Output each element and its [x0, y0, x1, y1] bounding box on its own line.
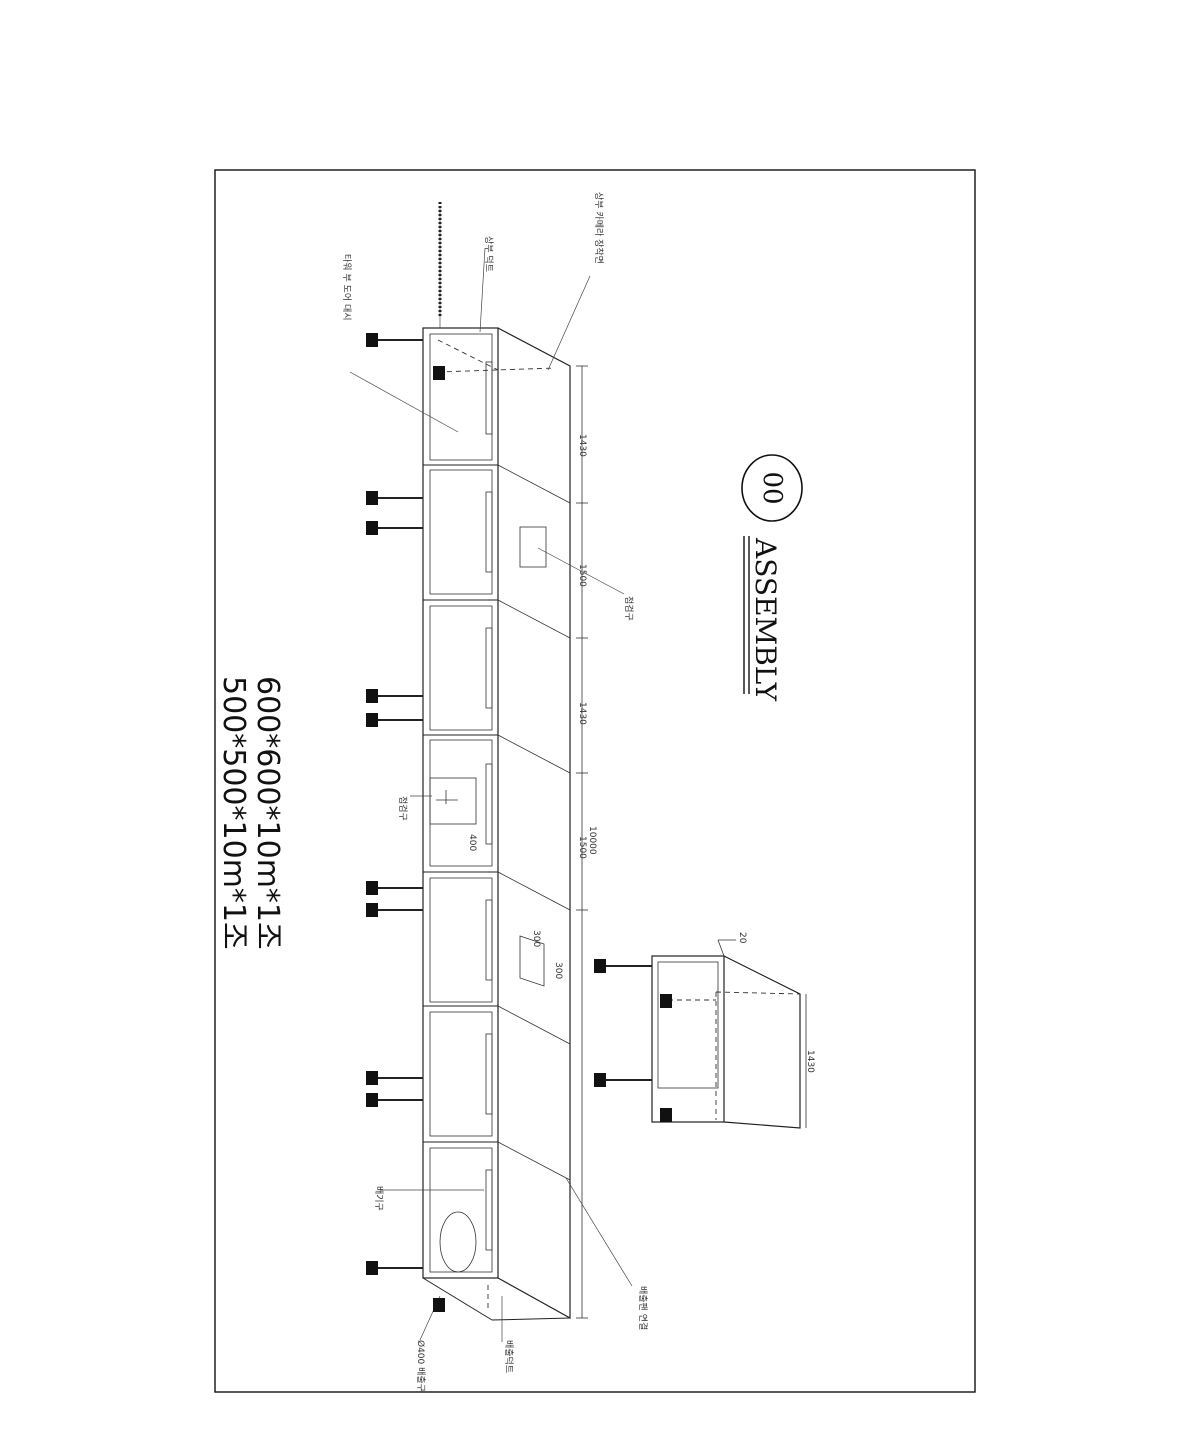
hanger-9 [366, 1093, 423, 1107]
callout-top-left: 타워 부 도어 대시 [341, 254, 352, 321]
spec-block: 600*600*10m*1조 500*500*10m*1조 [216, 676, 285, 950]
drawing-title: ASSEMBLY [749, 537, 782, 702]
dim-side-box: 1430 [805, 1050, 815, 1073]
dim-inspect-window: 400 [467, 834, 477, 851]
top-plate [519, 935, 545, 987]
callout-bottom-inner: 배기구 [373, 1186, 384, 1211]
hanger-4 [366, 689, 423, 703]
hanger-12 [433, 1298, 445, 1312]
title-block: 00 ASSEMBLY [741, 454, 803, 702]
hanger-1 [366, 333, 423, 347]
segment-dividers [423, 333, 571, 1273]
spec-line-1: 600*600*10m*1조 [250, 676, 285, 950]
dim-seg-2: 1500 [577, 564, 587, 587]
dim-seg-4: 1500 [577, 836, 587, 859]
hanger-6 [366, 881, 423, 895]
hanger-10 [366, 1261, 423, 1275]
dimension-line: 1430 1500 1430 1500 10000 [576, 365, 597, 1319]
round-outlet [439, 1211, 477, 1273]
side-box-top [723, 955, 801, 1129]
callout-bottom-right: 배출팬 연결 [637, 1286, 648, 1330]
hanger-7 [366, 903, 423, 917]
dim-total: 10000 [587, 826, 597, 855]
dim-plate-b: 300 [553, 962, 563, 979]
dim-plate-a: 300 [531, 930, 541, 947]
side-box-hangers [594, 959, 672, 1122]
badge-number: 00 [757, 471, 787, 504]
hanger-2 [366, 491, 423, 505]
hanger-11 [433, 366, 445, 380]
spec-line-2: 500*500*10m*1조 [216, 676, 251, 950]
dim-seg-3: 1430 [577, 702, 587, 725]
dim-side-box-top: 20 [737, 932, 747, 944]
callout-bottom-left: Ø400 배출구 [415, 1340, 426, 1392]
callout-window-2: 점검구 [397, 796, 409, 821]
main-duct: 1430 1500 1430 1500 10000 점검구 점검구 400 30… [341, 192, 648, 1392]
dim-seg-1: 1430 [577, 434, 587, 457]
side-box-front [651, 955, 725, 1123]
flange-strips [485, 361, 493, 1251]
hanger-8 [366, 1071, 423, 1085]
callout-bottom-mid: 배출덕트 [503, 1340, 514, 1373]
callout-top-mid: 상부 덕트 [483, 236, 494, 272]
drawing-frame [214, 169, 976, 1393]
duct-front-face [422, 327, 499, 1279]
callout-window-1: 점검구 [623, 596, 635, 621]
side-box: 20 1430 [594, 932, 815, 1129]
hanger-3 [366, 521, 423, 535]
hanger-5 [366, 713, 423, 727]
callout-top-right: 상부 카메라 장착면 [593, 192, 604, 264]
top-opening [519, 526, 547, 568]
hanger-supports [366, 333, 445, 1312]
duct-top-face [497, 327, 571, 1320]
front-inspection-window [429, 777, 477, 825]
badge-circle [741, 454, 803, 522]
